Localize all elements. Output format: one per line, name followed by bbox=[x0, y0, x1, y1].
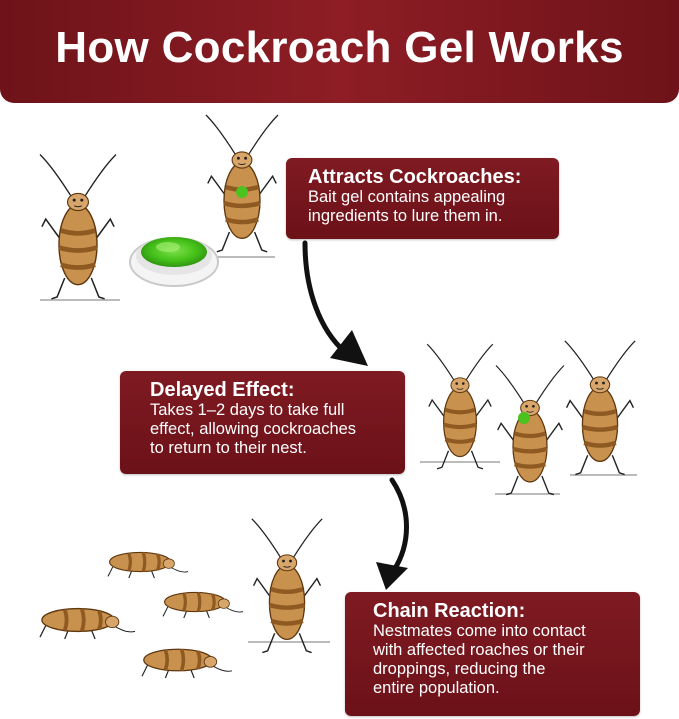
step-text-line: Nestmates come into contact bbox=[373, 622, 586, 640]
step-text-line: Bait gel contains appealing bbox=[308, 188, 506, 206]
step-title: Chain Reaction: bbox=[373, 600, 526, 622]
page-title: How Cockroach Gel Works bbox=[55, 22, 624, 72]
cockroach-icon bbox=[565, 341, 635, 475]
step-text-line: Takes 1–2 days to take full bbox=[150, 401, 345, 419]
gel-bait-dish-icon bbox=[129, 237, 219, 287]
step-title: Attracts Cockroaches: bbox=[308, 166, 522, 188]
cockroach-icon bbox=[106, 550, 190, 580]
cockroach-icon bbox=[38, 606, 137, 641]
cockroach-icon bbox=[252, 519, 322, 653]
step-chain-callout: Chain Reaction: Nestmates come into cont… bbox=[345, 592, 640, 716]
cockroach-icon bbox=[427, 344, 493, 469]
cockroach-icon bbox=[161, 590, 245, 620]
curved-arrow-icon bbox=[302, 240, 368, 366]
step-delayed-callout: Delayed Effect: Takes 1–2 days to take f… bbox=[120, 371, 405, 474]
step-text-line: effect, allowing cockroaches bbox=[150, 420, 357, 438]
title-banner: How Cockroach Gel Works bbox=[0, 0, 679, 103]
step-attracts-callout: Attracts Cockroaches: Bait gel contains … bbox=[286, 158, 559, 239]
step-text-line: ingredients to lure them in. bbox=[308, 207, 503, 225]
cockroach-icon bbox=[140, 647, 234, 680]
curved-arrow-icon bbox=[376, 477, 409, 590]
step-text-line: with affected roaches or their bbox=[373, 641, 585, 659]
step-text-line: to return to their nest. bbox=[150, 439, 307, 457]
cockroach-icon bbox=[206, 115, 278, 252]
cockroach-icon bbox=[496, 366, 564, 495]
step-text-line: droppings, reducing the bbox=[373, 660, 546, 678]
step-text-line: entire population. bbox=[373, 679, 500, 697]
cockroach-icon bbox=[40, 155, 116, 299]
step-title: Delayed Effect: bbox=[150, 379, 295, 401]
